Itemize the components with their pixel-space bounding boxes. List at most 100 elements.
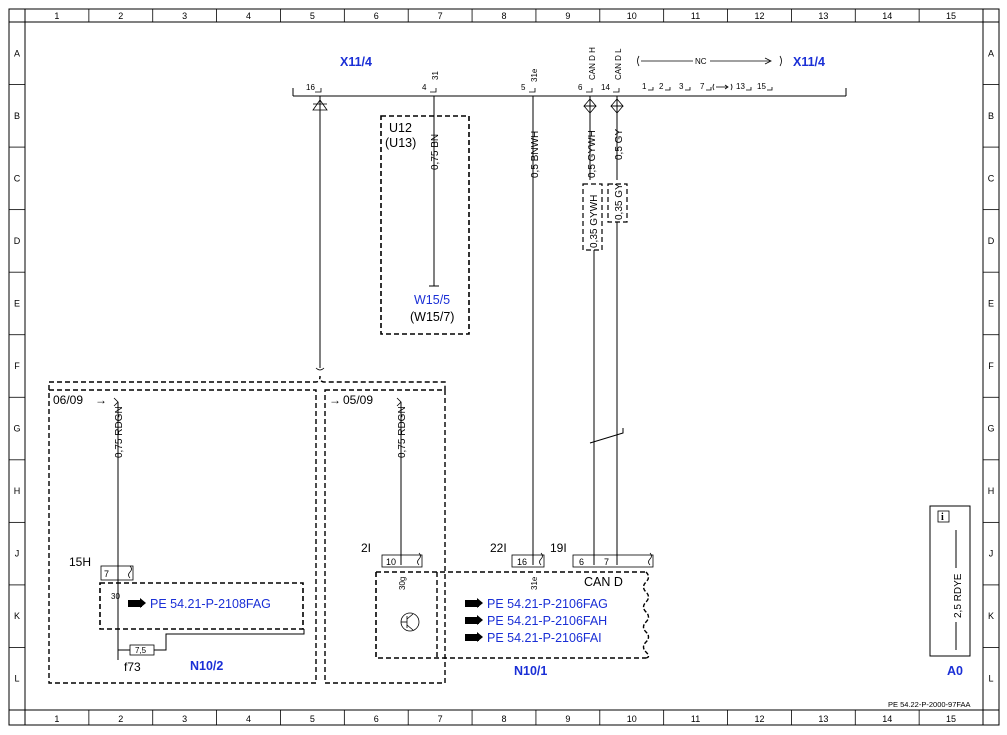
grid-row-label: C xyxy=(14,173,21,183)
info-icon: i xyxy=(941,512,944,523)
a0-info-block: i 2,5 RDYE A0 xyxy=(929,505,971,678)
connector-name: X11/4 xyxy=(340,55,372,69)
variant-brace xyxy=(48,375,446,390)
variant-right: → 05/09 0,75 RDGN xyxy=(324,389,446,684)
grid-row-label: D xyxy=(14,236,21,246)
grid-row-label: A xyxy=(14,48,20,58)
grid-column-label: 5 xyxy=(310,11,315,21)
pe-reference-link[interactable]: PE 54.21-P-2108FAG xyxy=(150,597,271,611)
pe-reference-link[interactable]: PE 54.21-P-2106FAG xyxy=(487,597,608,611)
wire-pin16 xyxy=(312,96,328,371)
grid-column-label: 15 xyxy=(946,714,956,724)
pe-reference-link[interactable]: PE 54.21-P-2106FAI xyxy=(487,631,602,645)
pe-reference-icon xyxy=(128,598,146,608)
wire-label: 0,75 BN xyxy=(430,134,441,170)
grid-column-label: 9 xyxy=(565,714,570,724)
grid-column-label: 6 xyxy=(374,714,379,724)
pin-number: 7 xyxy=(604,557,609,567)
pin-number: 6 xyxy=(578,83,583,92)
grid-row-label: K xyxy=(988,611,994,621)
u12-name: U12 xyxy=(389,121,412,135)
module-name: A0 xyxy=(947,664,963,678)
wire-31e: 0,5 BNWH xyxy=(530,96,541,565)
pin-number: 16 xyxy=(517,557,527,567)
wire-label: 0,5 GY xyxy=(614,129,625,160)
pin-number: 7 xyxy=(104,569,109,579)
connector-name-right: X11/4 xyxy=(793,55,825,69)
grid-row-label: L xyxy=(14,674,19,684)
grid-column-label: 15 xyxy=(946,11,956,21)
grid-row-label: G xyxy=(13,424,20,434)
wire-label: 0,5 BNWH xyxy=(530,131,541,178)
u12-block: U12 (U13) 0,75 BN W15/5 (W15/7) xyxy=(380,96,470,335)
module-name: N10/2 xyxy=(190,659,223,673)
grid-column-label: 9 xyxy=(565,11,570,21)
pe-reference-link[interactable]: PE 54.21-P-2106FAH xyxy=(487,614,607,628)
fuse-rating: 7,5 xyxy=(135,646,147,655)
pin-signal: 30g xyxy=(398,577,407,590)
module-name: N10/1 xyxy=(514,664,547,678)
variant-left: 06/09 → 0,75 RDGN 15H 7 30 PE 54.21-P-21… xyxy=(48,389,317,684)
grid-column-label: 3 xyxy=(182,714,187,724)
grid-column-label: 1 xyxy=(54,11,59,21)
pin-number: 16 xyxy=(306,83,315,92)
grid-row-label: K xyxy=(14,611,20,621)
grid-row-label: D xyxy=(988,236,995,246)
pin-number: 14 xyxy=(601,83,610,92)
grid-column-label: 7 xyxy=(438,11,443,21)
variant-label: 06/09 xyxy=(53,393,83,407)
grid-column-label: 12 xyxy=(754,11,764,21)
document-id: PE 54.22-P-2000-97FAA xyxy=(888,700,971,709)
module-n10-1: 2I 10 22I 16 19I 6 7 30g 31e CAN D xyxy=(361,541,654,678)
pin-number: 6 xyxy=(579,557,584,567)
terminal-label: 15H xyxy=(69,555,91,569)
port-connector: 2I xyxy=(361,541,371,555)
grid-row-label: B xyxy=(14,111,20,121)
can-d-wires: 0,5 GYWH 0,5 GY 0,35 GYWH 0,35 GY xyxy=(582,96,628,565)
nc-pin: 3 xyxy=(679,82,684,91)
grid-row-label: J xyxy=(15,549,20,559)
transistor-icon xyxy=(400,612,420,632)
nc-pin: 15 xyxy=(757,82,766,91)
pin-signal: CAN D L xyxy=(614,48,623,80)
grid-column-label: 2 xyxy=(118,714,123,724)
variant-label: 05/09 xyxy=(343,393,373,407)
pin-signal: 31e xyxy=(530,576,539,590)
grid-row-label: B xyxy=(988,111,994,121)
grid-row-label: H xyxy=(988,486,995,496)
grid-column-label: 13 xyxy=(818,11,828,21)
grid-column-label: 1 xyxy=(54,714,59,724)
grid-column-label: 13 xyxy=(818,714,828,724)
nc-pin: 1 xyxy=(642,82,647,91)
grid-row-label: A xyxy=(988,48,994,58)
nc-label: NC xyxy=(695,57,707,66)
port-connector: 19I xyxy=(550,541,567,555)
svg-text:→: → xyxy=(95,393,107,407)
grid-column-label: 8 xyxy=(501,714,506,724)
bus-label: CAN D xyxy=(584,575,623,589)
pin-signal: 30 xyxy=(111,592,120,601)
nc-pin: 13 xyxy=(736,82,745,91)
grid-column-label: 8 xyxy=(501,11,506,21)
wire-label: 2,5 RDYE xyxy=(953,573,964,618)
grid-column-label: 10 xyxy=(627,11,637,21)
pin-signal: 31e xyxy=(530,68,539,82)
grid-row-label: H xyxy=(14,486,21,496)
wire-label: 0,75 RDGN xyxy=(114,406,125,458)
svg-text:→: → xyxy=(329,393,341,407)
grid-row-label: L xyxy=(988,674,993,684)
grid-column-label: 4 xyxy=(246,714,251,724)
port-connector: 22I xyxy=(490,541,507,555)
pin-number: 5 xyxy=(521,83,526,92)
grid-column-label: 2 xyxy=(118,11,123,21)
drawing-frame xyxy=(8,8,1000,726)
grid-column-label: 12 xyxy=(754,714,764,724)
grid-column-label: 7 xyxy=(438,714,443,724)
pin-signal: CAN D H xyxy=(588,47,597,80)
nc-pin: 2 xyxy=(659,82,664,91)
connector-x11-4: X11/4 X11/4 16 4 31 5 31e 6 CAN D H 14 C… xyxy=(292,47,847,97)
pin-number: 10 xyxy=(386,557,396,567)
grid-row-label: C xyxy=(988,173,995,183)
grid-column-label: 14 xyxy=(882,11,892,21)
